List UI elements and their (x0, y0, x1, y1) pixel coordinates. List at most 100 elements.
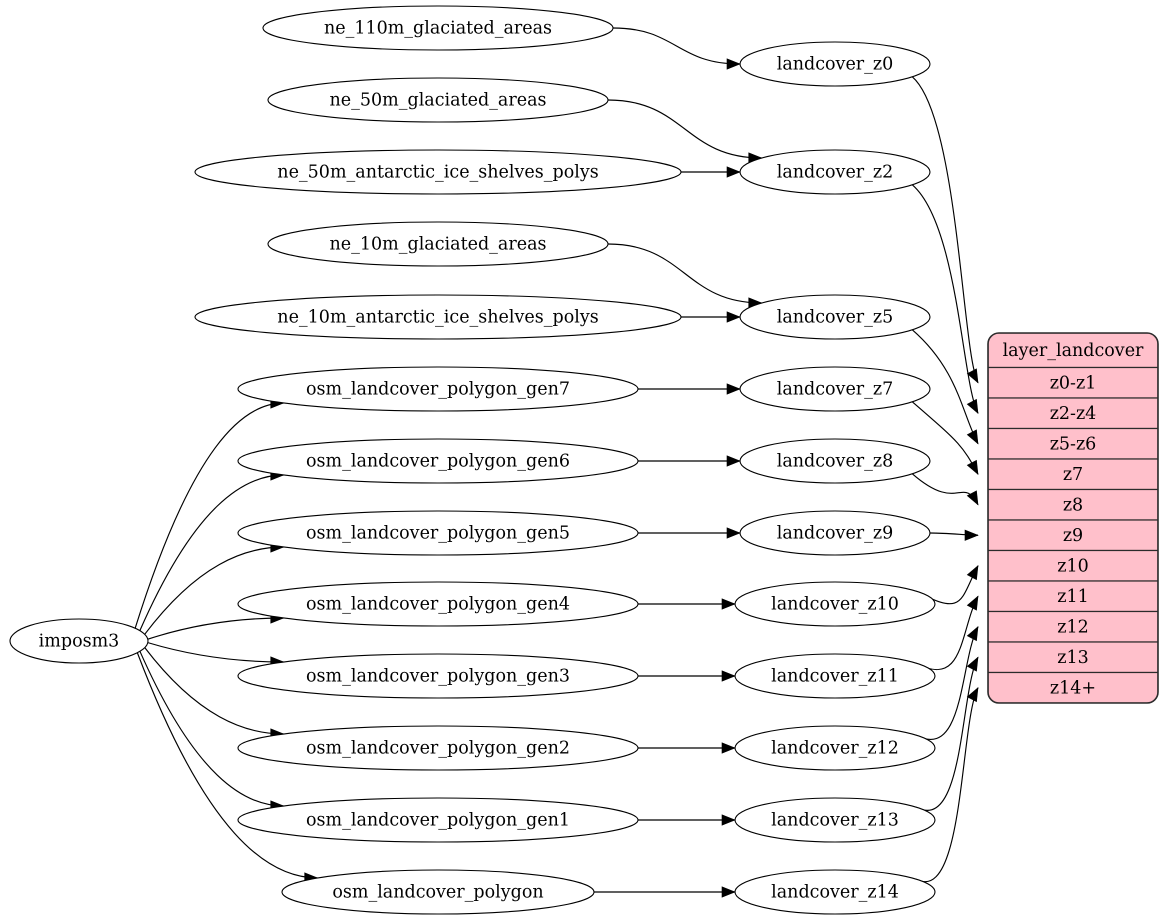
nodes-layer: imposm3 ne_110m_glaciated_areas ne_50m_gla… (9, 5, 936, 915)
table-row-2-label[interactable]: z5-z6 (1050, 434, 1097, 454)
table-row-7-bg (988, 580, 1158, 613)
edge-imposm3-to-osm_landcover_polygon_gen4 (147, 617, 284, 640)
table-row-10-label[interactable]: z14+ (1050, 678, 1096, 698)
table-row-3-label[interactable]: z7 (1063, 465, 1083, 485)
landcover-node-landcover_z0[interactable]: landcover_z0 (739, 41, 931, 87)
ne-node-ne_10m_antarctic_ice_shelves_polys[interactable]: ne_10m_antarctic_ice_shelves_polys (194, 294, 682, 340)
table-row-8-label[interactable]: z12 (1057, 617, 1089, 637)
ne-node-ne_10m_glaciated_areas[interactable]: ne_10m_glaciated_areas (267, 221, 609, 267)
table-row-2-bg (988, 427, 1158, 460)
node-label: landcover_z10 (771, 595, 899, 615)
node-shape (237, 725, 639, 771)
node-label: osm_landcover_polygon_gen2 (306, 739, 570, 759)
edge-landcover_z12-to-table (916, 626, 979, 740)
node-label: ne_10m_antarctic_ice_shelves_polys (277, 308, 598, 328)
node-shape (734, 797, 936, 843)
landcover-node-landcover_z10[interactable]: landcover_z10 (734, 581, 936, 627)
node-label: landcover_z2 (777, 163, 894, 183)
osm-node-osm_landcover_polygon[interactable]: osm_landcover_polygon (281, 869, 595, 915)
osm-node-osm_landcover_polygon_gen2[interactable]: osm_landcover_polygon_gen2 (237, 725, 639, 771)
node-shape (734, 653, 936, 699)
edge-arrowhead (966, 490, 979, 506)
edge-arrowhead (966, 459, 979, 475)
landcover-node-landcover_z11[interactable]: landcover_z11 (734, 653, 936, 699)
ne-node-ne_110m_glaciated_areas[interactable]: ne_110m_glaciated_areas (262, 5, 614, 51)
osm-node-osm_landcover_polygon_gen5[interactable]: osm_landcover_polygon_gen5 (237, 510, 639, 556)
edge-arrowhead (726, 311, 741, 323)
node-shape (734, 725, 936, 771)
edge-imposm3-to-osm_landcover_polygon_gen6 (139, 474, 284, 631)
landcover-node-landcover_z5[interactable]: landcover_z5 (739, 294, 931, 340)
node-label: osm_landcover_polygon_gen1 (306, 811, 570, 831)
table-outline (987, 332, 1159, 704)
osm-node-osm_landcover_polygon_gen4[interactable]: osm_landcover_polygon_gen4 (237, 581, 639, 627)
node-label: imposm3 (39, 632, 120, 652)
table-row-9-label[interactable]: z13 (1057, 648, 1089, 668)
landcover-node-landcover_z12[interactable]: landcover_z12 (734, 725, 936, 771)
edge-arrowhead (966, 595, 979, 611)
osm-node-osm_landcover_polygon_gen6[interactable]: osm_landcover_polygon_gen6 (237, 438, 639, 484)
landcover-node-landcover_z2[interactable]: landcover_z2 (739, 149, 931, 195)
edge-landcover_z0-to-table (911, 76, 979, 384)
layer-landcover-table: layer_landcoverz0-z1z2-z4z5-z6z7z8z9z10z… (987, 332, 1159, 704)
edge-imposm3-to-osm_landcover_polygon_gen5 (144, 546, 284, 635)
node-label: landcover_z13 (771, 811, 899, 831)
edge-landcover_z11-to-table (916, 595, 979, 671)
osm-node-osm_landcover_polygon_gen3[interactable]: osm_landcover_polygon_gen3 (237, 653, 639, 699)
node-label: landcover_z0 (777, 55, 894, 75)
node-label: landcover_z5 (777, 308, 894, 328)
ne-node-ne_50m_antarctic_ice_shelves_polys[interactable]: ne_50m_antarctic_ice_shelves_polys (194, 149, 682, 195)
edge-arrowhead (966, 687, 979, 703)
edge-landcover_z14-to-table (916, 687, 979, 883)
node-shape (9, 618, 149, 664)
edge-landcover_z8-to-table (911, 473, 979, 506)
edge-arrowhead (726, 166, 741, 178)
node-shape (739, 149, 931, 195)
node-shape (281, 869, 595, 915)
table-row-0-label[interactable]: z0-z1 (1050, 373, 1097, 393)
edge-imposm3-to-osm_landcover_polygon_gen7 (134, 402, 284, 629)
source-node-imposm3[interactable]: imposm3 (9, 618, 149, 664)
table-row-1-bg (988, 397, 1158, 430)
edge-arrowhead (721, 742, 736, 754)
node-shape (739, 510, 931, 556)
table-row-8-bg (988, 610, 1158, 643)
node-label: landcover_z8 (777, 452, 894, 472)
edge-arrowhead (966, 398, 979, 414)
landcover-node-landcover_z7[interactable]: landcover_z7 (739, 366, 931, 412)
edge-arrowhead (726, 383, 741, 395)
table-row-4-label[interactable]: z8 (1063, 495, 1083, 515)
node-shape (194, 149, 682, 195)
node-shape (734, 581, 936, 627)
edge-arrowhead (966, 656, 979, 672)
edge-arrowhead (966, 368, 979, 384)
landcover-node-landcover_z9[interactable]: landcover_z9 (739, 510, 931, 556)
landcover-node-landcover_z13[interactable]: landcover_z13 (734, 797, 936, 843)
edge-imposm3-to-osm_landcover_polygon_gen1 (139, 651, 284, 807)
table-row-1-label[interactable]: z2-z4 (1050, 404, 1097, 424)
edge-ne_10m_glaciated_areas-to-landcover_z5 (607, 243, 762, 304)
node-shape (267, 221, 609, 267)
table-row-5-label[interactable]: z9 (1063, 526, 1083, 546)
node-label: osm_landcover_polygon_gen5 (306, 524, 570, 544)
edge-arrowhead (966, 626, 979, 642)
table-row-7-label[interactable]: z11 (1057, 587, 1089, 607)
landcover-node-landcover_z8[interactable]: landcover_z8 (739, 438, 931, 484)
edge-landcover_z13-to-table (916, 656, 979, 811)
node-shape (739, 366, 931, 412)
node-label: landcover_z7 (777, 380, 894, 400)
edge-imposm3-to-osm_landcover_polygon (136, 652, 318, 879)
landcover-node-landcover_z14[interactable]: landcover_z14 (734, 869, 936, 915)
osm-node-osm_landcover_polygon_gen7[interactable]: osm_landcover_polygon_gen7 (237, 366, 639, 412)
osm-node-osm_landcover_polygon_gen1[interactable]: osm_landcover_polygon_gen1 (237, 797, 639, 843)
node-shape (237, 366, 639, 412)
node-label: osm_landcover_polygon_gen6 (306, 452, 570, 472)
table-row-6-bg (988, 549, 1158, 582)
node-label: osm_landcover_polygon_gen3 (306, 667, 570, 687)
table-row-6-label[interactable]: z10 (1057, 556, 1089, 576)
node-shape (237, 797, 639, 843)
ne-node-ne_50m_glaciated_areas[interactable]: ne_50m_glaciated_areas (267, 77, 609, 123)
node-shape (739, 294, 931, 340)
node-shape (739, 438, 931, 484)
